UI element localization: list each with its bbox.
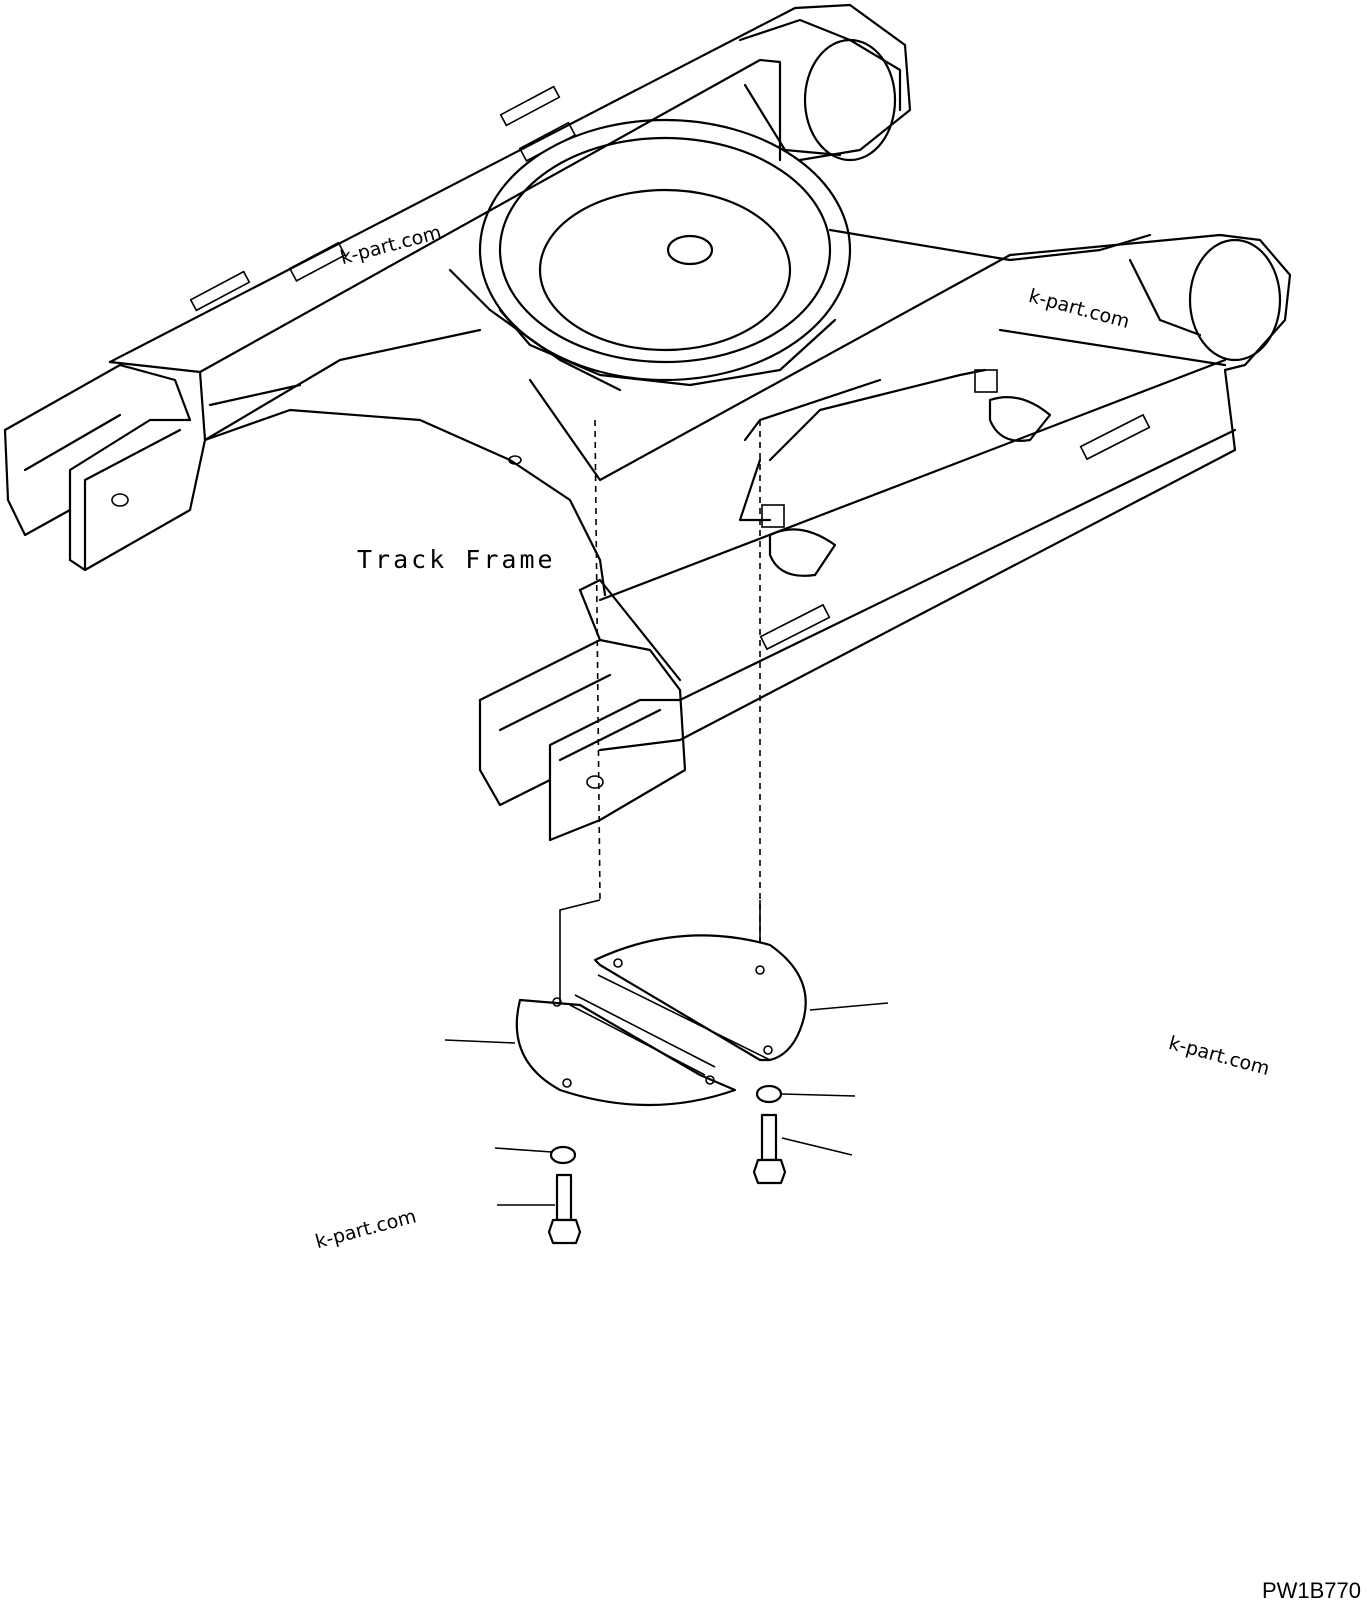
center-frame [203, 118, 1152, 597]
cover-plates [515, 934, 807, 1107]
leader-lines [444, 1002, 889, 1206]
fasteners [547, 1084, 787, 1245]
track-frame-label: Track Frame [357, 545, 556, 574]
right-track-rail [478, 233, 1292, 842]
drawing-code: PW1B770 [1261, 1578, 1361, 1603]
left-track-rail [3, 3, 912, 572]
